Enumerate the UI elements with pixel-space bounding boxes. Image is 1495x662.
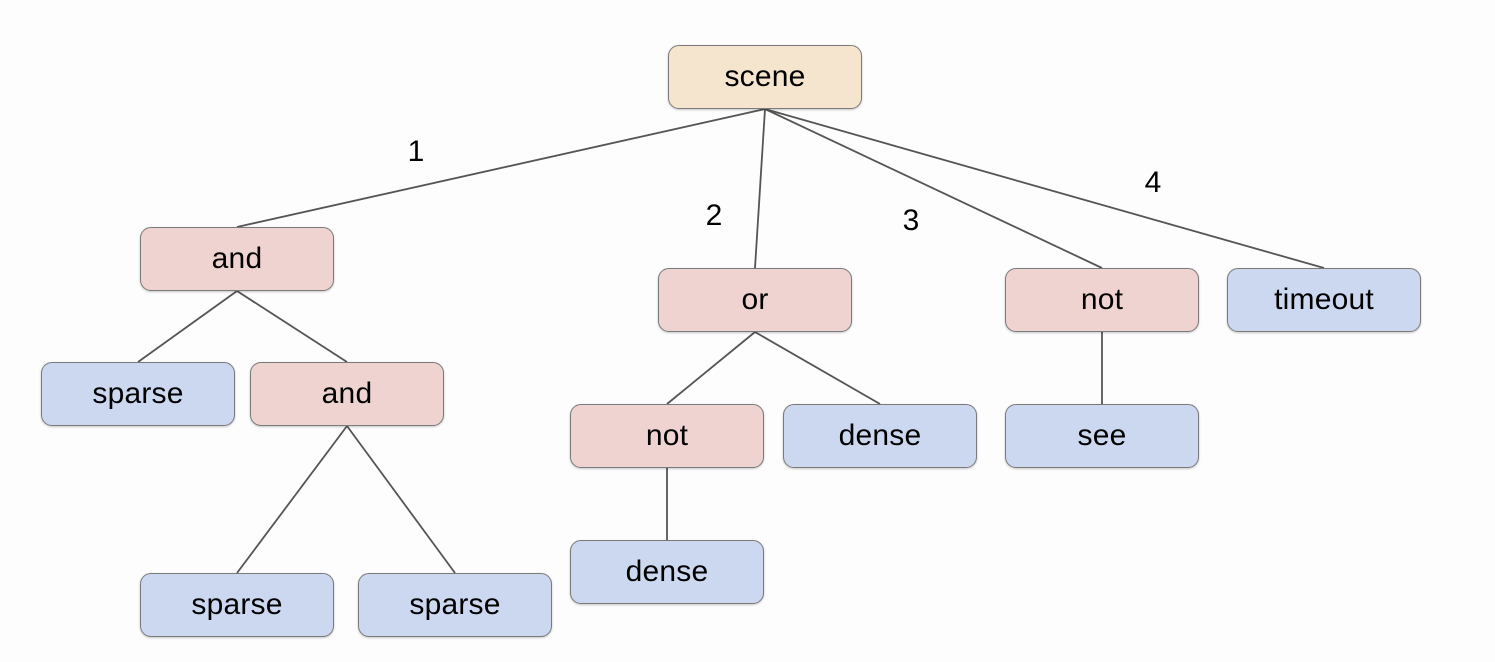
node-label: and	[321, 377, 373, 410]
node-label: sparse	[191, 588, 283, 621]
node-not1[interactable]: not	[570, 404, 764, 468]
node-label: dense	[625, 555, 709, 588]
node-label: sparse	[409, 588, 501, 621]
edge-or1-to-dense1	[754, 331, 881, 405]
node-sparse1[interactable]: sparse	[41, 362, 235, 426]
edge-scene-to-timeout1	[764, 108, 1325, 269]
edge-or1-to-not1	[666, 331, 756, 405]
node-label: not	[645, 419, 689, 452]
node-or1[interactable]: or	[658, 268, 852, 332]
node-sparse2[interactable]: sparse	[140, 573, 334, 637]
node-label: and	[211, 242, 263, 275]
node-dense2[interactable]: dense	[570, 540, 764, 604]
node-label: not	[1080, 283, 1124, 316]
node-label: scene	[724, 60, 806, 93]
node-and2[interactable]: and	[250, 362, 444, 426]
node-scene[interactable]: scene	[668, 45, 862, 109]
node-see1[interactable]: see	[1005, 404, 1199, 468]
edge-scene-to-and1	[236, 108, 766, 228]
edge-label-2: 2	[705, 199, 723, 232]
edge-label-4: 4	[1144, 166, 1162, 199]
node-label: dense	[838, 419, 922, 452]
node-label: sparse	[92, 377, 184, 410]
edge-and2-to-sparse3	[346, 425, 456, 574]
node-label: see	[1077, 419, 1127, 452]
node-sparse3[interactable]: sparse	[358, 573, 552, 637]
node-not2[interactable]: not	[1005, 268, 1199, 332]
node-and1[interactable]: and	[140, 227, 334, 291]
node-timeout1[interactable]: timeout	[1227, 268, 1421, 332]
edge-and1-to-and2	[236, 290, 348, 363]
edge-scene-to-or1	[754, 108, 766, 269]
edge-label-1: 1	[407, 135, 425, 168]
edge-and1-to-sparse1	[137, 290, 238, 363]
node-label: or	[741, 283, 769, 316]
node-label: timeout	[1274, 283, 1374, 316]
edge-label-3: 3	[902, 204, 920, 237]
edge-scene-to-not2	[764, 108, 1103, 269]
node-dense1[interactable]: dense	[783, 404, 977, 468]
edge-and2-to-sparse2	[236, 425, 348, 574]
